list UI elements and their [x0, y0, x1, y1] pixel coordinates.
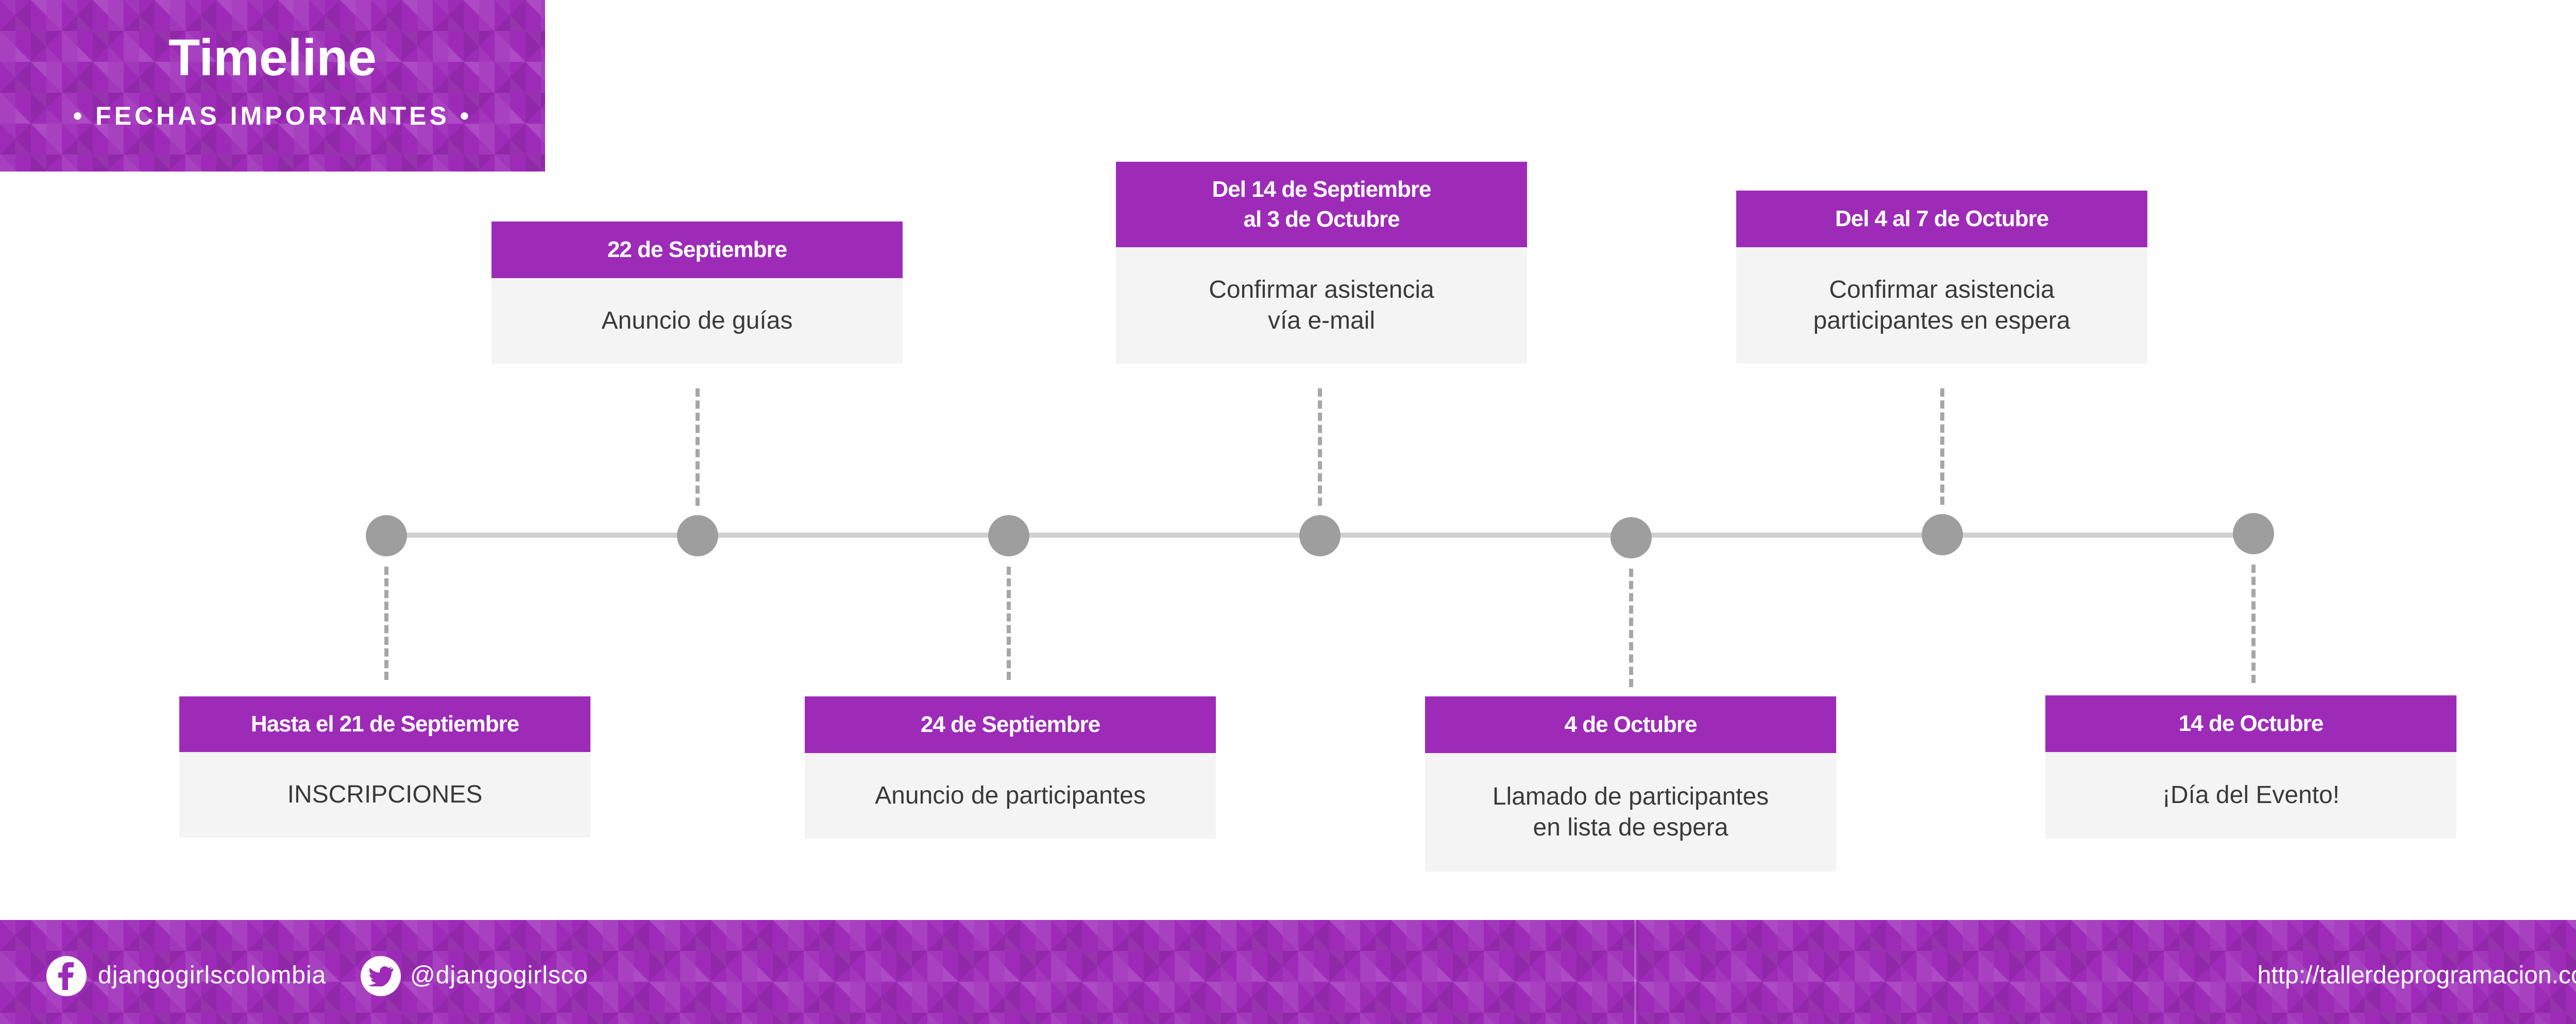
event-card-7: 14 de Octubre ¡Día del Evento! — [2045, 695, 2456, 839]
timeline-dot — [677, 515, 718, 556]
timeline-dot — [1611, 517, 1652, 558]
timeline-connector — [2251, 565, 2256, 683]
timeline-dot — [1299, 515, 1341, 556]
event-card-2: 22 de Septiembre Anuncio de guías — [492, 221, 903, 364]
page-title: Timeline — [168, 29, 377, 87]
timeline-connector — [384, 567, 388, 680]
footer: djangogirlscolombia @djangogirlsco http:… — [0, 920, 2576, 1024]
timeline-connector — [1318, 388, 1322, 506]
timeline-dot — [2233, 513, 2274, 554]
footer-divider — [1634, 920, 1636, 1024]
event-card-3: 24 de Septiembre Anuncio de participante… — [805, 696, 1216, 839]
event-description: INSCRIPCIONES — [179, 752, 590, 838]
event-description: ¡Día del Evento! — [2045, 752, 2456, 839]
twitter-icon[interactable] — [361, 956, 401, 996]
event-description: Llamado de participantes en lista de esp… — [1425, 753, 1836, 872]
event-description: Anuncio de guías — [492, 278, 903, 364]
event-date: 14 de Octubre — [2045, 695, 2456, 752]
timeline-dot — [988, 515, 1029, 556]
timeline-dot — [366, 515, 407, 556]
timeline-connector — [1629, 569, 1633, 687]
facebook-handle[interactable]: djangogirlscolombia — [98, 962, 327, 989]
timeline-dot — [1922, 514, 1963, 555]
event-card-4: Del 14 de Septiembre al 3 de Octubre Con… — [1116, 162, 1527, 364]
event-date: Hasta el 21 de Septiembre — [179, 696, 590, 752]
timeline-connector — [696, 388, 700, 506]
timeline-connector — [1007, 567, 1011, 680]
website-link[interactable]: http://tallerdeprogramacion.co/ — [2257, 962, 2576, 989]
event-description: Anuncio de participantes — [805, 753, 1216, 839]
event-card-1: Hasta el 21 de Septiembre INSCRIPCIONES — [179, 696, 590, 838]
facebook-icon[interactable] — [46, 956, 87, 996]
title-block: Timeline • FECHAS IMPORTANTES • — [0, 0, 545, 172]
event-description: Confirmar asistencia vía e-mail — [1116, 247, 1527, 364]
event-card-6: Del 4 al 7 de Octubre Confirmar asistenc… — [1736, 191, 2147, 364]
timeline-connector — [1940, 388, 1944, 505]
event-date: 22 de Septiembre — [492, 221, 903, 278]
event-date: 4 de Octubre — [1425, 696, 1836, 753]
event-card-5: 4 de Octubre Llamado de participantes en… — [1425, 696, 1836, 872]
event-date: Del 14 de Septiembre al 3 de Octubre — [1116, 162, 1527, 247]
page-subtitle: • FECHAS IMPORTANTES • — [73, 101, 472, 130]
event-date: Del 4 al 7 de Octubre — [1736, 191, 2147, 247]
event-description: Confirmar asistencia participantes en es… — [1736, 247, 2147, 364]
event-date: 24 de Septiembre — [805, 696, 1216, 753]
twitter-handle[interactable]: @djangogirlsco — [410, 962, 588, 989]
